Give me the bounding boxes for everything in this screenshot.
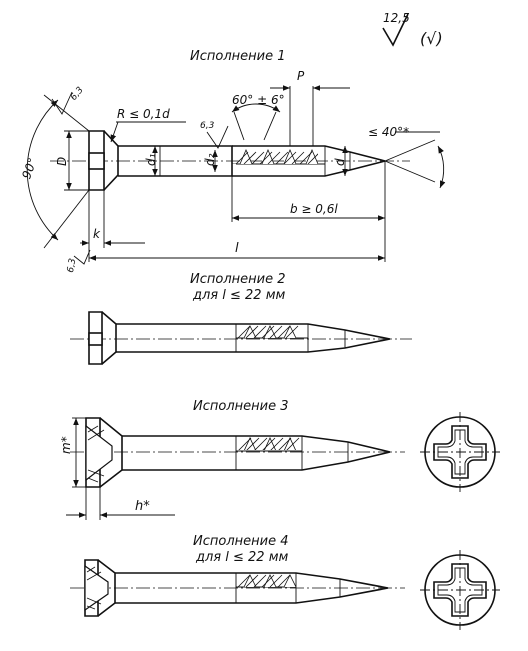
thread-angle-ext-left bbox=[233, 111, 245, 141]
roughness-value: 12,5 bbox=[383, 11, 410, 25]
view-1: Исполнение 1 bbox=[19, 49, 446, 273]
head-slot bbox=[88, 152, 105, 170]
head-cone bbox=[99, 417, 123, 488]
rough-thread-label: 6,3 bbox=[200, 121, 215, 131]
d2-label: d₂ bbox=[203, 153, 217, 166]
head-cone bbox=[97, 559, 116, 617]
phillips-head-icon bbox=[420, 412, 500, 492]
thread-angle-arc bbox=[231, 103, 281, 113]
cross-recess-section bbox=[85, 424, 113, 482]
m-label: m* bbox=[59, 436, 73, 454]
thread-hatching bbox=[236, 325, 299, 338]
rough-head-label: 6,3 bbox=[69, 85, 86, 103]
rough-bottom-label: 6,3 bbox=[66, 257, 78, 273]
view-3-title: Исполнение 3 bbox=[193, 399, 288, 414]
thread-angle-label: 60° ± 6° bbox=[232, 93, 285, 107]
head-cone bbox=[101, 311, 117, 365]
view-4: Исполнение 4 для l ≤ 22 мм bbox=[70, 534, 500, 630]
roughness-bracket: (√) bbox=[420, 29, 443, 48]
thread-hatching bbox=[238, 437, 300, 450]
k-label: k bbox=[93, 227, 101, 241]
tip-angle-ext-top bbox=[384, 139, 436, 162]
d-label: d bbox=[333, 158, 347, 166]
view-1-title: Исполнение 1 bbox=[190, 49, 285, 64]
view-4-subtitle: для l ≤ 22 мм bbox=[195, 550, 289, 565]
tip-angle-ext-bottom bbox=[384, 160, 436, 183]
b-label: b ≥ 0,6l bbox=[290, 202, 338, 216]
cross-recess-section bbox=[84, 564, 109, 612]
tip-angle-arc bbox=[437, 145, 446, 189]
thread-hatching bbox=[232, 148, 318, 164]
l-label: l bbox=[235, 241, 239, 256]
head-slot bbox=[88, 332, 103, 346]
radius-leader bbox=[110, 121, 119, 143]
view-4-title: Исполнение 4 bbox=[193, 534, 288, 549]
d1-label: d₁ bbox=[144, 153, 158, 166]
h-label: h* bbox=[135, 499, 150, 514]
rough-thread-mark bbox=[206, 125, 229, 149]
roughness-check-icon bbox=[382, 13, 409, 47]
thread-angle-ext-right bbox=[263, 111, 277, 141]
view-3: Исполнение 3 m* bbox=[59, 399, 500, 520]
head-cone bbox=[103, 130, 119, 191]
view-2: Исполнение 2 для l ≤ 22 мм bbox=[70, 272, 412, 365]
thread-hatching bbox=[236, 574, 296, 587]
angle-ext-top bbox=[43, 94, 90, 132]
head-dia-label: D bbox=[55, 157, 69, 166]
rough-head-mark bbox=[51, 91, 73, 115]
view-2-subtitle: для l ≤ 22 мм bbox=[192, 288, 286, 303]
angle-ext-bottom bbox=[43, 189, 90, 249]
radius-label: R ≤ 0,1d bbox=[117, 107, 170, 121]
rough-bottom-mark bbox=[73, 249, 91, 265]
surface-roughness-mark: 12,5 (√) bbox=[382, 11, 443, 48]
angle-head-label: 90° bbox=[19, 156, 39, 181]
angle-90-arc bbox=[26, 99, 59, 241]
view-2-title: Исполнение 2 bbox=[190, 272, 285, 287]
phillips-head-icon bbox=[420, 550, 500, 630]
pitch-label: P bbox=[297, 69, 305, 83]
tip-angle-label: ≤ 40°* bbox=[368, 125, 409, 139]
